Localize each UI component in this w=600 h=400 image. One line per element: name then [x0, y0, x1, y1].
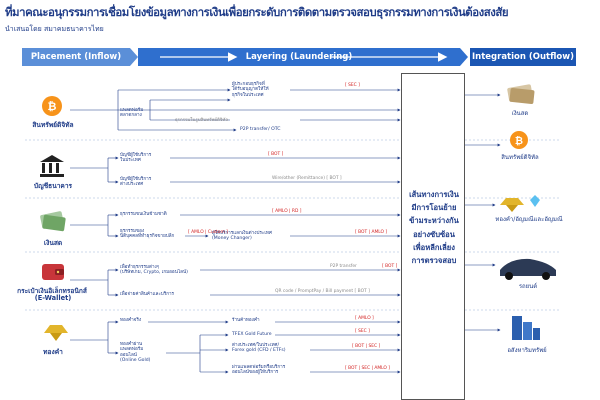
reg-qr: QR code / PromptPay / Bill payment [ BOT…	[275, 289, 370, 294]
reg-bot-amlo: [ BOT | AMLO ]	[355, 230, 388, 235]
center-line-3: ข้ามระหว่างกัน	[409, 216, 459, 226]
reg-sec-gold: [ SEC ]	[355, 329, 370, 334]
page-subtitle: นำเสนอโดย สมาคมธนาคารไทย	[5, 25, 104, 33]
gold-gem-icon	[500, 195, 540, 212]
node-gold-shop: ร้านค้าทองคำ	[232, 318, 260, 323]
cash-icon	[507, 84, 535, 105]
source-label-ewallet: กระเป๋าเงินอิเล็กทรอนิกส์	[17, 287, 87, 295]
reg-amlo-gold: [ AMLO ]	[355, 316, 374, 321]
node-ewallet-merchant: เพื่อจ่ายค่าสินค้าและบริการ	[120, 292, 175, 297]
svg-text:₿: ₿	[48, 100, 57, 113]
node-bank-inland: บัญชีผู้ใช้บริการ ในประเทศ	[120, 153, 152, 164]
band-integration: Integration (Outflow)	[470, 48, 576, 66]
reg-bot-sec-amlo: [ BOT | SEC | AMLO ]	[345, 366, 390, 371]
reg-bot-2: [ BOT ]	[382, 264, 398, 269]
node-gold-online: ทองคำผ่าน แพลตฟอร์ม ออนไลน์ (Online Gold…	[120, 342, 151, 364]
center-line-1: เส้นทางการเงิน	[409, 190, 459, 199]
dest-label-gold-gem: ทองคำ/อัญมณีและอัญมณี	[495, 216, 563, 223]
dest-label-digital: สินทรัพย์ดิจิทัล	[501, 154, 539, 161]
wallet-icon	[42, 264, 64, 280]
node-cash-dealer: ธุรกรรมขนเงินข้ามชาติ	[120, 212, 167, 217]
source-label-digital: สินทรัพย์ดิจิทัล	[32, 121, 74, 129]
node-cash-retail: ธุรกรรมของ นิติบุคคลที่ทำธุรกิจขายปลีก	[120, 229, 175, 240]
band-layering: Layering (Laundering)	[138, 48, 460, 66]
source-label-ewallet-2: (E-Wallet)	[34, 294, 72, 302]
node-noreg: ธุรกรรมในรูปสินทรัพย์ดิจิทัล	[175, 118, 229, 123]
cash-icon	[40, 211, 66, 232]
band-arrow-2	[460, 48, 468, 66]
car-icon	[500, 258, 556, 280]
node-gold-platform: ผ่านแพลตฟอร์มหรือบริการ ออนไลน์ของผู้ให้…	[232, 365, 286, 376]
node-tfex: TFEX Gold Future	[232, 332, 272, 337]
reg-bot-sec: [ BOT | SEC ]	[352, 344, 381, 349]
node-forex-gold: ต่างประเทศ/ในประเทศ/ Forex gold (CFD / E…	[232, 343, 286, 354]
center-line-6: การตรวจสอบ	[411, 256, 457, 266]
bitcoin-icon: ₿	[510, 131, 528, 149]
node-exchange: แพลตฟอร์ม ตลาดกลาง	[120, 108, 144, 119]
node-ewallet-topup: เพื่อทำธุรกรรมต่างๆ (บริษัทเกม, Crypto, …	[120, 265, 188, 276]
node-gold-physical: ทองคำจริง	[120, 318, 142, 323]
dest-label-car: รถยนต์	[518, 283, 538, 290]
node-money-changer: ผู้ให้บริการแลกเงินต่างประเทศ (Money Cha…	[212, 231, 272, 242]
band-placement: Placement (Inflow)	[22, 48, 130, 66]
dest-label-cash: เงินสด	[511, 110, 529, 117]
node-ewallet-p2p: P2P transfer	[330, 264, 357, 269]
reg-amlo-custom: [ AMLO | Custom ]	[188, 230, 228, 235]
node-p2p-otc: P2P transfer/ OTC	[240, 127, 281, 132]
band-arrow-1	[130, 48, 138, 66]
reg-bot-1: [ BOT ]	[268, 152, 284, 157]
source-label-cash: เงินสด	[43, 239, 63, 247]
center-line-4: อย่างซับซ้อน	[413, 229, 455, 239]
node-operators: ผู้ประกอบธุรกิจที่ ได้รับอนุญาตให้ให้ ธุ…	[232, 82, 269, 98]
dest-label-building: อสังหาริมทรัพย์	[507, 347, 547, 354]
reg-swift: Wire/other (Remittance) [ BOT ]	[272, 176, 342, 181]
page-title: ที่มาคณะอนุกรรมการเชื่อมโยงข้อมูลทางการเ…	[5, 5, 509, 19]
center-line-5: เพื่อหลีกเลี่ยง	[413, 242, 455, 252]
building-icon	[512, 316, 540, 340]
svg-text:₿: ₿	[515, 135, 523, 147]
bank-icon	[40, 155, 64, 177]
layering-center-box	[401, 73, 465, 400]
layering-center-text: เส้นทางการเงิน มีการโอนย้าย ข้ามระหว่างก…	[404, 188, 464, 267]
source-label-bank: บัญชีธนาคาร	[33, 182, 73, 190]
source-label-gold: ทองคำ	[43, 348, 63, 356]
gold-icon	[44, 325, 68, 341]
bitcoin-icon: ₿	[42, 96, 62, 116]
center-line-2: มีการโอนย้าย	[411, 203, 457, 213]
node-bank-abroad: บัญชีผู้ใช้บริการ ต่างประเทศ	[120, 177, 152, 188]
reg-sec-1: [ SEC ]	[345, 83, 360, 88]
reg-amlo-rd: [ AMLO | RD ]	[272, 209, 302, 214]
